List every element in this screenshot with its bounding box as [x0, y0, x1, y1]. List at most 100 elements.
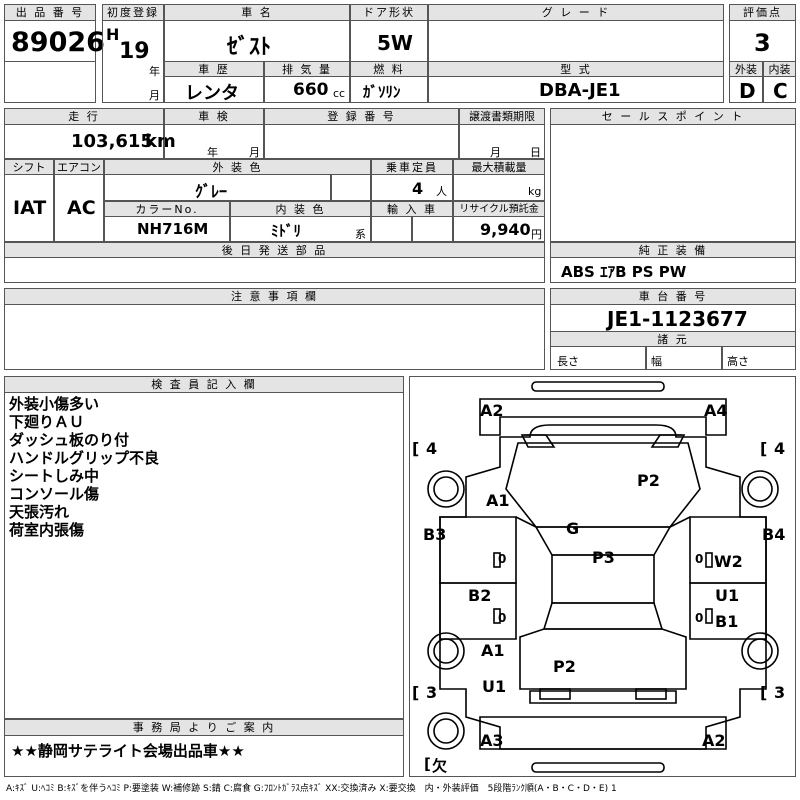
import-header: 輸 入 車: [371, 201, 453, 217]
wheel-rr: [741, 632, 779, 670]
tire-rl-bracket: [: [412, 683, 420, 702]
damage-diagram: [ 4 [ 4 [ 3 [ 3 [ 欠 A2 A4 P2 A1 G B3 B4 …: [409, 376, 796, 777]
trunk-panel: [519, 628, 687, 690]
door-type: 5W: [377, 31, 413, 55]
capacity-value: 4: [412, 179, 424, 198]
color-number: NH716M: [137, 220, 209, 238]
first-registration-header: 初度登録: [102, 4, 164, 21]
capacity-header: 乗車定員: [371, 159, 453, 175]
mark-zero-l1: 0: [498, 552, 507, 566]
first-registration-cell: H 19 年 月: [102, 20, 164, 103]
exterior-grade: D: [739, 79, 756, 103]
spare-tire-bracket: [: [424, 755, 431, 773]
recycle-unit: 円: [531, 228, 542, 241]
max-load-header: 最大積載量: [453, 159, 545, 175]
car-name: ｾﾞｽﾄ: [227, 35, 272, 60]
displacement-value: 660: [293, 80, 329, 100]
mark-hood: P2: [637, 471, 660, 490]
mark-left-rear-fender: A1: [481, 641, 505, 660]
caution-header: 注 意 事 項 欄: [4, 288, 545, 305]
interior-grade-cell: C: [763, 76, 796, 103]
tire-fl-bracket: [: [412, 439, 420, 458]
office-header: 事 務 局 よ り ご 案 内: [4, 719, 404, 736]
model-code: DBA-JE1: [539, 80, 621, 101]
legend: A:ｷｽﾞ U:ﾍｺﾐ B:ｷｽﾞを伴うﾍｺﾐ P:要塗装 W:補修跡 S:錆 …: [6, 784, 617, 794]
year-unit: 年: [149, 65, 160, 78]
genuine-equipment-header: 純 正 装 備: [550, 242, 796, 258]
exterior-color-header: 外 装 色: [104, 159, 371, 175]
inspection-month-unit: 月: [249, 146, 260, 159]
interior-color-header: 内 装 色: [230, 201, 371, 217]
aircon: AC: [67, 197, 96, 219]
car-outline-svg: [427, 381, 779, 773]
displacement-unit: cc: [333, 87, 346, 100]
score: 3: [754, 29, 771, 57]
chassis-number-cell: JE1-1123677: [550, 304, 796, 332]
wheel-fl: [427, 470, 465, 508]
rear-window-panel: [542, 602, 664, 630]
capacity-unit: 人: [436, 185, 447, 198]
fuel: ｶﾞｿﾘﾝ: [363, 83, 401, 101]
max-load-unit: kg: [528, 185, 542, 198]
import-cell-a: [371, 216, 412, 242]
tire-rr-depth: 3: [774, 683, 786, 702]
dimensions-header: 諸 元: [550, 331, 796, 347]
color-number-header: カラーNo.: [104, 201, 230, 217]
transfer-month-unit: 月: [490, 146, 501, 159]
later-parts-header: 後 日 発 送 部 品: [4, 242, 545, 258]
mark-left-front-fender: A1: [486, 491, 510, 510]
displacement-cell: 660 cc: [264, 76, 350, 103]
width-label: 幅: [651, 355, 662, 368]
front-bumper-top: [531, 381, 665, 392]
mark-left-rear-lower: U1: [482, 677, 507, 696]
reg-number-header: 登 録 番 号: [264, 108, 459, 125]
inspector-notes: 外装小傷多い 下廻りＡＵ ダッシュ板のり付 ハンドルグリップ不良 シートしみ中 …: [4, 392, 404, 719]
mark-front-right-corner: A4: [704, 401, 728, 420]
lot-number-header: 出 品 番 号: [4, 4, 96, 21]
tire-rr-bracket: [: [760, 683, 768, 702]
transfer-deadline-cell: 月 日: [459, 124, 545, 159]
sales-point-header: セ ー ル ス ポ イ ン ト: [550, 108, 796, 125]
history: レンタ: [185, 83, 239, 104]
tire-fl-depth: 4: [426, 439, 438, 458]
grade-header: グ レ ー ド: [428, 4, 724, 21]
car-name-cell: ｾﾞｽﾄ: [164, 20, 350, 62]
transfer-deadline-header: 譲渡書類期限: [459, 108, 545, 125]
exterior-header: 外装: [729, 61, 763, 77]
spare-tire-status: 欠: [432, 757, 448, 775]
mark-roof: P3: [592, 548, 615, 567]
exterior-color: ｸﾞﾚｰ: [195, 182, 228, 201]
import-cell-b: [412, 216, 453, 242]
caution-cell: [4, 304, 545, 370]
tire-rl-depth: 3: [426, 683, 438, 702]
model-code-header: 型 式: [428, 61, 724, 77]
mark-zero-l2: 0: [498, 611, 507, 625]
door-type-header: ドア形状: [350, 4, 428, 21]
shift-cell: IAT: [4, 174, 54, 242]
recycle-fee: 9,940: [480, 220, 531, 239]
capacity-cell: 4 人: [371, 174, 453, 201]
note-line: ハンドルグリップ不良: [9, 449, 160, 467]
sales-point-cell: [550, 124, 796, 242]
shift: IAT: [13, 197, 47, 219]
right-rear-door-panel: [689, 582, 767, 640]
hood-panel: [505, 442, 701, 528]
mark-zero-r1: 0: [695, 552, 704, 566]
inspection-header: 車 検: [164, 108, 264, 125]
fuel-header: 燃 料: [350, 61, 428, 77]
note-line: コンソール傷: [9, 485, 100, 503]
chassis-number-header: 車 台 番 号: [550, 288, 796, 305]
model-code-cell: DBA-JE1: [428, 76, 724, 103]
displacement-header: 排 気 量: [264, 61, 350, 77]
interior-grade: C: [773, 79, 788, 103]
grade-cell: [428, 20, 724, 62]
mark-rocker-right: U1: [715, 586, 740, 605]
office-note: ★★静岡サテライト会場出品車★★: [11, 742, 245, 760]
note-line: 荷室内張傷: [9, 521, 85, 539]
exterior-grade-cell: D: [729, 76, 763, 103]
lot-number-cell: 89026: [4, 20, 105, 62]
inspector-notes-header: 検 査 員 記 入 欄: [4, 376, 404, 393]
reg-number-cell: [264, 124, 459, 159]
inspection-year-unit: 年: [207, 146, 218, 159]
lot-number: 89026: [11, 27, 105, 58]
